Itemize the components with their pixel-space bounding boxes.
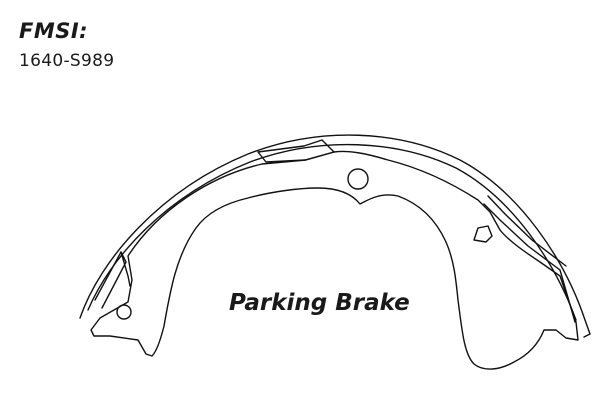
- lining-right-step-inner: [487, 195, 567, 267]
- adjuster-slot-right: [473, 225, 493, 243]
- part-label: Parking Brake: [229, 290, 410, 316]
- lining-left-notch: [94, 251, 127, 309]
- lining-right-step: [483, 203, 576, 323]
- fmsi-code: 1640-S989: [19, 51, 115, 71]
- shoe-web: [90, 150, 579, 370]
- lining-top-step: [257, 139, 335, 163]
- lining-outer-edge: [79, 134, 591, 338]
- lining-left-step: [120, 251, 131, 287]
- fmsi-label: FMSI:: [19, 19, 89, 43]
- spring-hole-center: [347, 168, 369, 190]
- anchor-hole-left: [116, 304, 132, 320]
- lining-inner-edge: [87, 143, 577, 321]
